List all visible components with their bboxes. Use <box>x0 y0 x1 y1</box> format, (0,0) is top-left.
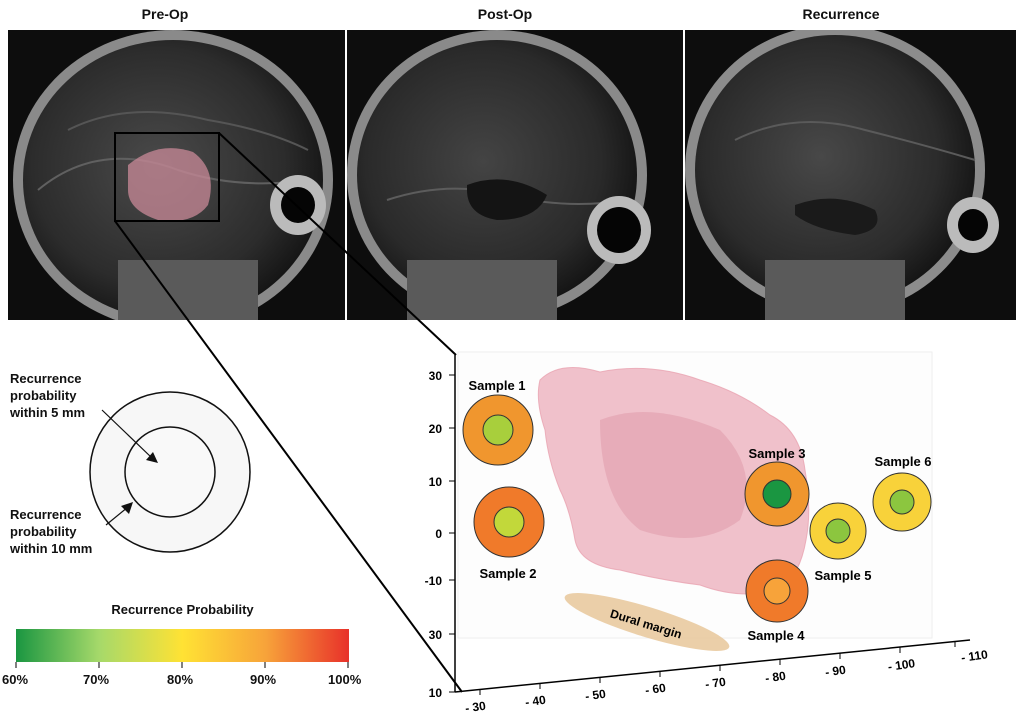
x-tick-label: - 70 <box>704 675 727 692</box>
y-tick-label: -10 <box>425 574 443 588</box>
sample-6-inner-circle <box>889 489 915 515</box>
y-axis-ticks <box>449 374 455 693</box>
colorbar-title: Recurrence Probability <box>111 602 254 617</box>
x-tick-label: - 30 <box>464 699 487 716</box>
tumor-inner-shading <box>600 412 747 538</box>
colorbar-tick-label: 90% <box>250 672 277 687</box>
sample-3-inner-circle <box>762 479 792 509</box>
mri-postop-image <box>347 30 683 320</box>
colorbar <box>16 629 349 662</box>
zoom-line-right <box>218 132 457 356</box>
x-tick-label: - 90 <box>824 663 847 680</box>
zoom-line-left <box>114 220 463 693</box>
legend-inner-label-line: within 5 mm <box>10 405 86 420</box>
sample-1-inner-circle <box>482 414 514 446</box>
sample-3-label: Sample 3 <box>748 446 805 461</box>
legend-inner-label-line: Recurrence <box>10 371 82 386</box>
colorbar-ticks <box>15 662 349 668</box>
dural-margin <box>564 593 730 651</box>
mri-preop-image <box>8 30 345 320</box>
legend-outer-label-line: Recurrence <box>10 507 82 522</box>
panel-title-postop: Post-Op <box>477 6 533 22</box>
sample-4-label: Sample 4 <box>747 628 805 643</box>
legend-arrowhead-inner <box>146 452 158 463</box>
sample-6-label: Sample 6 <box>874 454 931 469</box>
legend-outer-label: Recurrence probability within 10 mm <box>10 506 92 557</box>
x-tick-label: - 100 <box>887 656 916 674</box>
panel-title-preop: Pre-Op <box>141 6 189 22</box>
sample-2: Sample 2 <box>473 486 545 581</box>
sample-6: Sample 6 <box>872 454 932 532</box>
legend-arrow-inner <box>101 409 153 459</box>
y-tick-label: 20 <box>429 422 443 436</box>
legend-inner-label-line: probability <box>10 388 77 403</box>
legend-outer-label-line: within 10 mm <box>10 541 93 556</box>
x-tick-label: - 50 <box>584 687 607 704</box>
colorbar-tick-label: 80% <box>167 672 194 687</box>
sample-3: Sample 3 <box>744 446 810 527</box>
x-tick-label: - 60 <box>644 681 667 698</box>
x-tick-label: - 80 <box>764 669 787 686</box>
sample-1-label: Sample 1 <box>468 378 525 393</box>
colorbar-tick-label: 70% <box>83 672 110 687</box>
legend-inner-label: Recurrence probability within 5 mm <box>10 370 85 421</box>
mri-recurrence-image <box>685 30 1016 320</box>
sample-5-inner-circle <box>825 518 851 544</box>
sample-4-inner-circle <box>763 577 791 605</box>
sample-2-inner-circle <box>493 506 525 538</box>
sample-5: Sample 5 <box>809 502 872 583</box>
sample-2-label: Sample 2 <box>479 566 536 581</box>
z-tick-label: 10 <box>429 686 443 700</box>
colorbar-tick-label: 100% <box>328 672 362 687</box>
legend-arrowhead-outer <box>121 502 133 514</box>
x-axis-ticks <box>479 641 956 695</box>
panel-title-recurrence: Recurrence <box>802 6 880 22</box>
legend-outer-label-line: probability <box>10 524 77 539</box>
y-tick-label: 0 <box>435 527 442 541</box>
z-tick-label: 30 <box>429 628 443 642</box>
x-tick-label: - 110 <box>960 647 989 665</box>
legend-inner-circle <box>124 426 216 518</box>
plot-x-axis <box>454 639 971 693</box>
roi-box <box>114 132 220 222</box>
colorbar-tick-label: 60% <box>2 672 29 687</box>
legend-arrow-outer <box>105 506 129 526</box>
sample-4: Sample 4 <box>745 559 809 643</box>
x-tick-label: - 40 <box>524 693 547 710</box>
y-tick-label: 10 <box>429 475 443 489</box>
y-tick-label: 30 <box>429 369 443 383</box>
sample-1: Sample 1 <box>462 378 534 466</box>
sample-5-label: Sample 5 <box>814 568 871 583</box>
